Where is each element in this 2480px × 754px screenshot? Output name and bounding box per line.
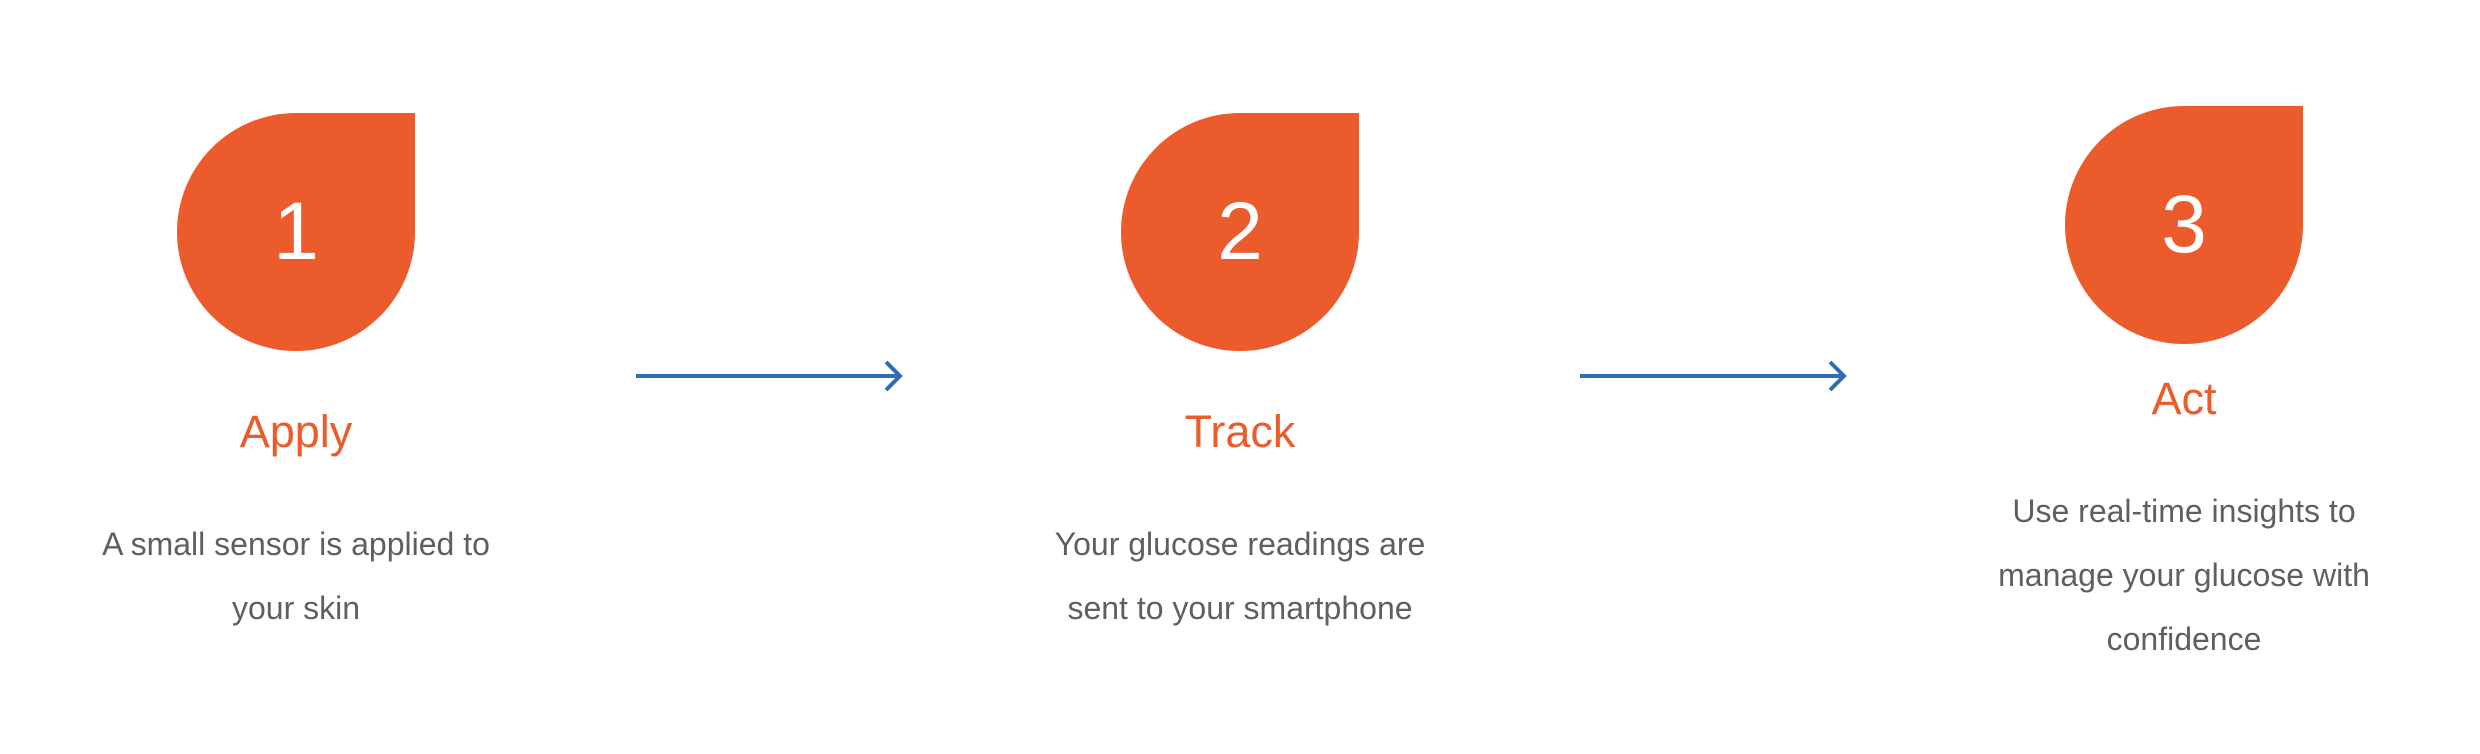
step-description: A small sensor is applied to your skin [36, 512, 556, 640]
drop-badge-3: 3 [2065, 106, 2303, 344]
drop-badge-2: 2 [1121, 113, 1359, 351]
step-number: 2 [1217, 186, 1263, 277]
step-title: Track [1184, 406, 1296, 457]
step-description: Use real-time insights to manage your gl… [1924, 479, 2444, 671]
description-line: manage your glucose with [1998, 557, 2370, 593]
connector-arrow-2 [1580, 358, 1848, 394]
description-line: Your glucose readings are [1054, 526, 1426, 562]
description-line: A small sensor is applied to [102, 526, 490, 562]
step-title: Act [2151, 373, 2217, 424]
step-2: 2 Track Your glucose readings are sent t… [980, 0, 1500, 754]
step-number: 3 [2161, 179, 2207, 270]
arrow-right-icon [1580, 360, 1847, 392]
step-number: 1 [273, 186, 319, 277]
step-title: Apply [239, 406, 353, 457]
step-description: Your glucose readings are sent to your s… [980, 512, 1500, 640]
description-line: Use real-time insights to [2012, 493, 2356, 529]
description-line: your skin [231, 590, 361, 626]
description-line: confidence [2106, 621, 2262, 657]
arrow-right-icon [636, 360, 903, 392]
step-3: 3 Act Use real-time insights to manage y… [1924, 0, 2444, 754]
connector-arrow-1 [636, 358, 904, 394]
drop-badge-1: 1 [177, 113, 415, 351]
step-1: 1 Apply A small sensor is applied to you… [36, 0, 556, 754]
description-line: sent to your smartphone [1067, 590, 1413, 626]
